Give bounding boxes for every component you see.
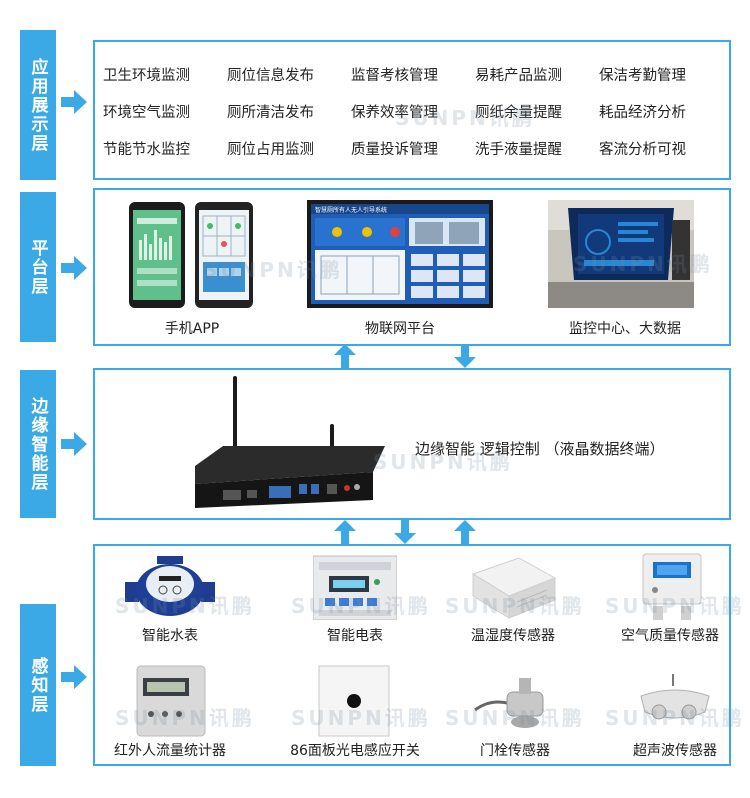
app-item: 厕位信息发布 — [227, 68, 314, 84]
electric-meter-image — [313, 555, 397, 620]
arrow-right-icon — [61, 90, 87, 114]
sensor-label: 空气质量传感器 — [621, 628, 719, 644]
sensor-label: 超声波传感器 — [633, 743, 717, 759]
app-item: 环境空气监测 — [103, 105, 190, 121]
sensor-label: 智能水表 — [142, 628, 198, 644]
app-item: 质量投诉管理 — [351, 142, 438, 158]
people-counter-image — [136, 665, 206, 737]
edge-terminal-image — [195, 376, 385, 508]
light-sensor-switch-image — [318, 665, 390, 737]
edge-label: 边缘智能 逻辑控制 （液晶数据终端） — [415, 440, 665, 458]
sensor-label: 温湿度传感器 — [471, 628, 555, 644]
monitor-center-label: 监控中心、大数据 — [569, 321, 681, 337]
screen-title: 智慧厕所有人无人引导系统 — [315, 206, 387, 214]
mobile-app-label: 手机APP — [164, 321, 220, 337]
arrow-up-icon — [454, 520, 476, 544]
door-latch-sensor-image — [474, 678, 544, 728]
platform-panel: 手机APP 智慧厕所有人无人引导系统 物联网平台 — [93, 188, 731, 346]
sensor-label: 智能电表 — [327, 628, 383, 644]
app-item: 卫生环境监测 — [103, 68, 190, 84]
app-item: 客流分析可视 — [599, 142, 686, 158]
water-meter-image — [125, 556, 215, 616]
monitor-center-image — [548, 200, 694, 308]
application-grid: 卫生环境监测 厕位信息发布 监督考核管理 易耗产品监测 保洁考勤管理 环境空气监… — [103, 64, 723, 159]
air-quality-sensor-image — [642, 553, 702, 620]
edge-panel: 边缘智能 逻辑控制 （液晶数据终端） SUNPN讯鹏 — [93, 368, 731, 520]
arrow-right-icon — [61, 432, 87, 456]
iot-platform-label: 物联网平台 — [365, 321, 435, 337]
arrow-up-icon — [334, 344, 356, 368]
layer-label-platform: 平台层 — [20, 192, 56, 342]
arrow-right-icon — [61, 256, 87, 280]
app-item: 洗手液量提醒 — [475, 142, 562, 158]
layer-label-perception: 感知层 — [20, 604, 56, 766]
app-item: 耗品经济分析 — [599, 105, 686, 121]
layer-label-application: 应用展示层 — [20, 30, 56, 180]
arrow-up-icon — [334, 520, 356, 544]
layer-label-edge: 边缘智能层 — [20, 370, 56, 518]
arrow-down-icon — [394, 520, 416, 544]
temp-humidity-sensor-image — [471, 557, 557, 619]
sensor-label: 门栓传感器 — [480, 743, 550, 759]
app-item: 保养效率管理 — [351, 105, 438, 121]
ultrasonic-sensor-image — [640, 674, 710, 720]
app-item: 易耗产品监测 — [475, 68, 562, 84]
application-panel: 卫生环境监测 厕位信息发布 监督考核管理 易耗产品监测 保洁考勤管理 环境空气监… — [93, 40, 731, 180]
arrow-right-icon — [61, 665, 87, 689]
iot-platform-image: 智慧厕所有人无人引导系统 — [307, 200, 493, 308]
arrow-down-icon — [454, 344, 476, 368]
app-item: 厕位占用监测 — [227, 142, 314, 158]
app-item: 节能节水监控 — [103, 142, 190, 158]
sensor-label: 86面板光电感应开关 — [290, 743, 420, 759]
app-item: 厕所清洁发布 — [227, 105, 314, 121]
mobile-app-image — [129, 202, 253, 308]
sensor-label: 红外人流量统计器 — [114, 743, 226, 759]
app-item: 监督考核管理 — [351, 68, 438, 84]
perception-panel: 智能水表 智能电表 温湿度传感器 空气质量传感器 红外人流量统计器 86面板光电… — [93, 544, 742, 766]
app-item: 厕纸余量提醒 — [475, 105, 562, 121]
app-item: 保洁考勤管理 — [599, 68, 686, 84]
